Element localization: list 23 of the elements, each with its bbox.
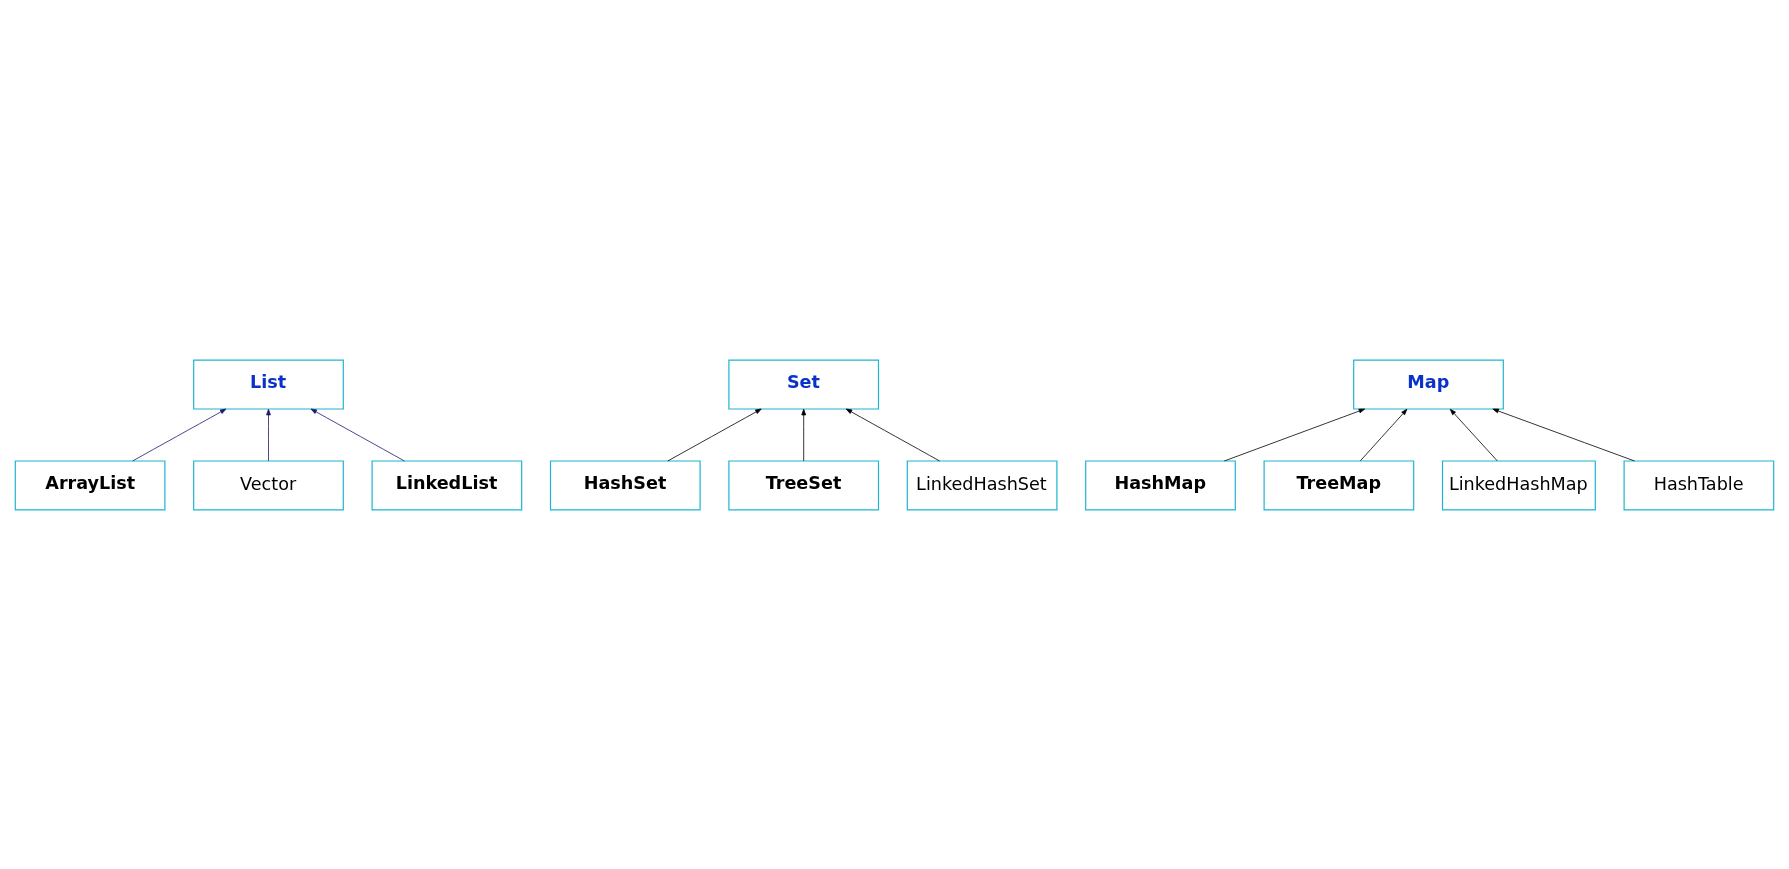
- arrow: [1492, 408, 1635, 461]
- node-box: Set: [728, 359, 880, 410]
- arrow: [845, 408, 940, 461]
- node-box: Vector: [193, 459, 344, 510]
- arrow: [1449, 408, 1498, 461]
- node-box: TreeSet: [728, 459, 880, 510]
- node-box: HashSet: [549, 459, 701, 510]
- node-box: LinkedHashMap: [1441, 459, 1596, 510]
- node-box: LinkedHashSet: [906, 459, 1058, 510]
- node-box: HashTable: [1623, 459, 1775, 510]
- arrow: [266, 408, 271, 461]
- arrow: [310, 408, 405, 461]
- node-box: HashMap: [1085, 459, 1236, 510]
- arrow: [667, 408, 762, 461]
- arrow: [1223, 408, 1366, 461]
- arrow: [801, 408, 807, 461]
- node-box: Map: [1353, 359, 1504, 410]
- node-box: ArrayList: [14, 459, 166, 510]
- arrow: [1359, 408, 1408, 461]
- node-box: List: [193, 359, 344, 410]
- node-box: TreeMap: [1263, 459, 1415, 510]
- node-box: LinkedList: [371, 459, 523, 510]
- arrow: [132, 408, 227, 461]
